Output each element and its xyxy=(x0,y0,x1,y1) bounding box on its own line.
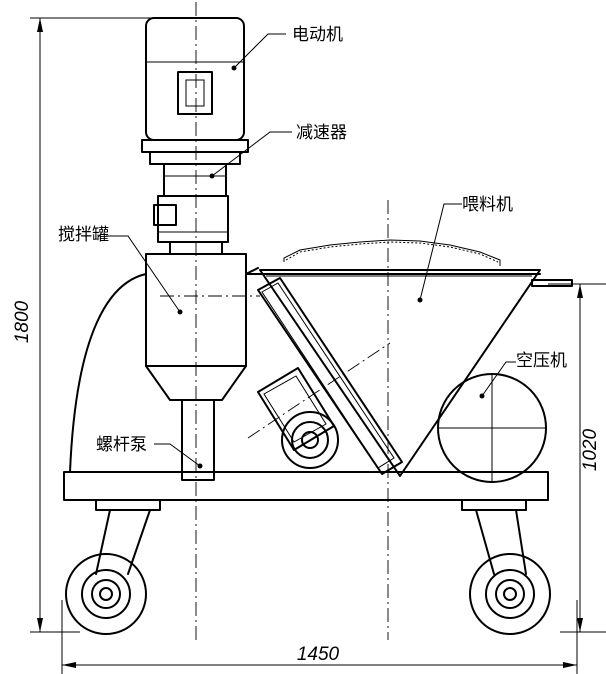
label-motor: 电动机 xyxy=(292,25,343,45)
left-caster xyxy=(65,509,151,635)
part-labels: 电动机 减速器 搅拌罐 喂料机 空压机 螺杆泵 xyxy=(58,25,567,455)
dimension-text-overall-width: 1450 xyxy=(297,644,340,665)
dimension-text-overall-height: 1800 xyxy=(12,300,33,343)
dimension-text-compressor-height: 1020 xyxy=(580,428,601,471)
feeder-drive-motor xyxy=(257,367,339,469)
feed-chute xyxy=(257,277,403,475)
dimension-compressor-height xyxy=(548,283,606,633)
right-caster xyxy=(469,509,551,635)
center-lines xyxy=(160,2,391,640)
label-mixing-tank: 搅拌罐 xyxy=(58,225,109,245)
mixing-tank xyxy=(145,253,247,481)
electric-motor xyxy=(141,17,249,165)
label-air-compressor: 空压机 xyxy=(516,351,567,371)
dimension-overall-height xyxy=(30,17,196,633)
label-reducer: 减速器 xyxy=(296,123,347,143)
air-compressor xyxy=(437,373,547,483)
leader-lines xyxy=(106,33,516,469)
label-screw-pump: 螺杆泵 xyxy=(96,435,147,455)
reducer xyxy=(153,163,229,255)
dimension-overall-width xyxy=(61,600,578,674)
feeder-hopper xyxy=(259,239,573,477)
dimension-labels: 1800 1020 1450 xyxy=(12,300,601,665)
frame xyxy=(63,267,549,511)
label-feeder: 喂料机 xyxy=(462,195,513,215)
